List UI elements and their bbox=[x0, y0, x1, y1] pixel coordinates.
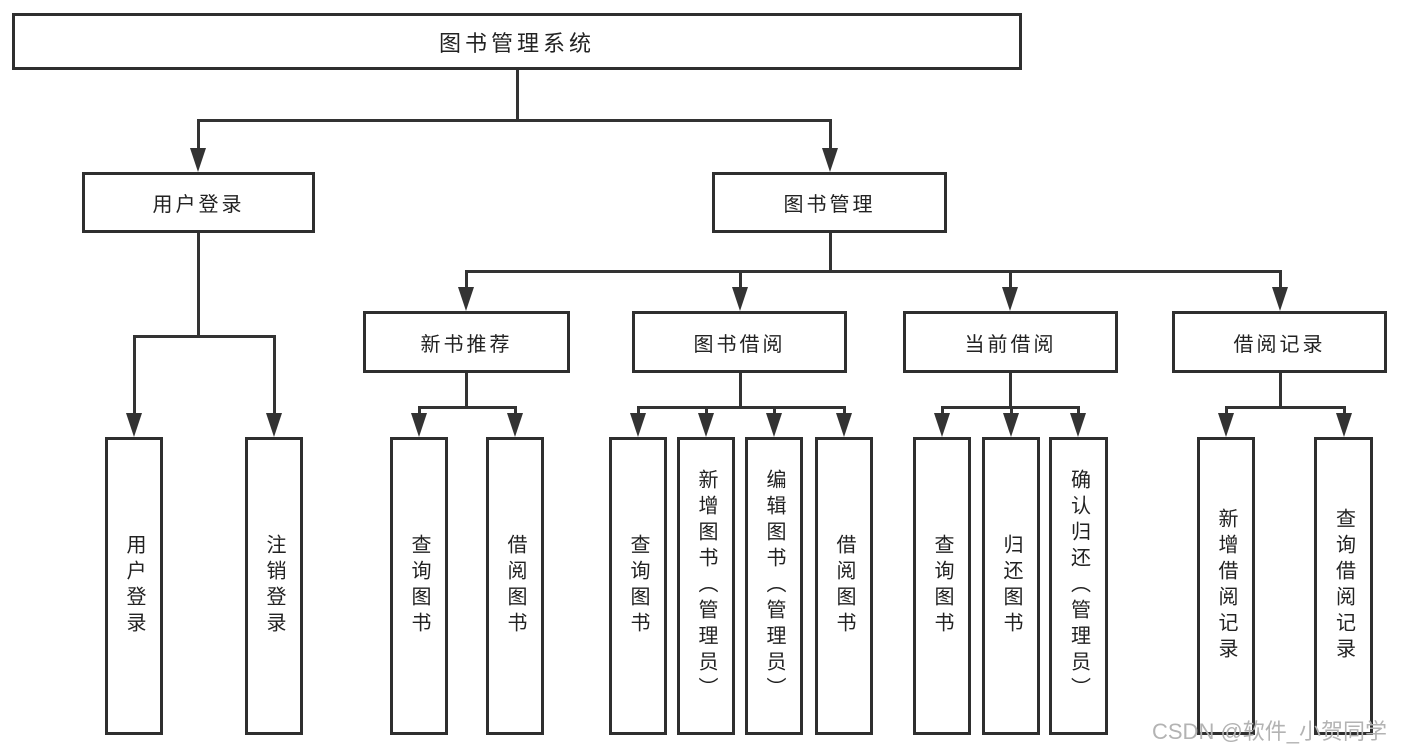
node-label: 图书管理系统 bbox=[438, 30, 595, 56]
arrow-down-icon bbox=[836, 413, 852, 437]
node-library-management-system: 图书管理系统 bbox=[12, 13, 1022, 70]
node-label: 新书推荐 bbox=[420, 333, 513, 356]
leaf-query-books-current: 查询图书 bbox=[913, 437, 971, 735]
leaf-label: 新增图书（管理员） bbox=[695, 469, 717, 703]
leaf-label: 编辑图书（管理员） bbox=[763, 469, 785, 703]
node-current-borrow: 当前借阅 bbox=[903, 311, 1118, 373]
connector-drop-line bbox=[940, 407, 944, 413]
leaf-label: 借阅图书 bbox=[833, 534, 855, 638]
arrow-down-icon bbox=[732, 287, 748, 311]
node-book-borrow: 图书借阅 bbox=[632, 311, 847, 373]
node-book-management: 图书管理 bbox=[712, 172, 947, 233]
connector-drop-line bbox=[828, 120, 832, 148]
connector-horizontal-line bbox=[132, 334, 276, 338]
connector-horizontal-line bbox=[196, 118, 832, 122]
connector-stem-line bbox=[738, 373, 742, 407]
leaf-return-books: 归还图书 bbox=[982, 437, 1040, 735]
arrow-down-icon bbox=[126, 413, 142, 437]
node-new-book-recommend: 新书推荐 bbox=[363, 311, 570, 373]
arrow-down-icon bbox=[934, 413, 950, 437]
leaf-label: 新增借阅记录 bbox=[1215, 508, 1237, 664]
leaf-query-books-borrow: 查询图书 bbox=[609, 437, 667, 735]
leaf-label: 查询图书 bbox=[408, 534, 430, 638]
connector-drop-line bbox=[842, 407, 846, 413]
connector-drop-line bbox=[196, 120, 200, 148]
node-label: 图书管理 bbox=[783, 194, 876, 216]
arrow-down-icon bbox=[266, 413, 282, 437]
connector-stem-line bbox=[464, 373, 468, 407]
arrow-down-icon bbox=[698, 413, 714, 437]
arrow-down-icon bbox=[507, 413, 523, 437]
leaf-label: 注销登录 bbox=[263, 534, 285, 638]
connector-drop-line bbox=[1008, 271, 1012, 287]
node-borrow-records: 借阅记录 bbox=[1172, 311, 1387, 373]
arrow-down-icon bbox=[1070, 413, 1086, 437]
connector-horizontal-line bbox=[636, 405, 846, 409]
connector-drop-line bbox=[1278, 271, 1282, 287]
arrow-down-icon bbox=[1003, 413, 1019, 437]
connector-drop-line bbox=[1224, 407, 1228, 413]
leaf-label: 查询借阅记录 bbox=[1332, 508, 1355, 664]
node-label: 用户登录 bbox=[152, 194, 245, 216]
arrow-down-icon bbox=[411, 413, 427, 437]
connector-drop-line bbox=[1076, 407, 1080, 413]
connector-stem-line bbox=[196, 233, 200, 336]
leaf-borrow-books: 借阅图书 bbox=[815, 437, 873, 735]
arrow-down-icon bbox=[1218, 413, 1234, 437]
connector-stem-line bbox=[515, 70, 519, 120]
node-label: 借阅记录 bbox=[1233, 333, 1326, 356]
connector-drop-line bbox=[417, 407, 421, 413]
leaf-label: 归还图书 bbox=[1000, 534, 1022, 638]
arrow-down-icon bbox=[630, 413, 646, 437]
arrow-down-icon bbox=[458, 287, 474, 311]
node-user-login: 用户登录 bbox=[82, 172, 315, 233]
connector-stem-line bbox=[1278, 373, 1282, 407]
connector-stem-line bbox=[1008, 373, 1012, 407]
connector-drop-line bbox=[738, 271, 742, 287]
leaf-label: 查询图书 bbox=[627, 534, 649, 638]
connector-drop-line bbox=[1009, 407, 1013, 413]
arrow-down-icon bbox=[190, 148, 206, 172]
csdn-watermark: CSDN @软件_小贺同学 bbox=[1152, 719, 1388, 744]
leaf-label: 查询图书 bbox=[931, 534, 953, 638]
connector-drop-line bbox=[272, 336, 276, 413]
leaf-edit-books-admin: 编辑图书（管理员） bbox=[745, 437, 803, 735]
connector-drop-line bbox=[513, 407, 517, 413]
leaf-query-books-recommend: 查询图书 bbox=[390, 437, 448, 735]
connector-drop-line bbox=[464, 271, 468, 287]
leaf-label: 借阅图书 bbox=[504, 534, 526, 638]
arrow-down-icon bbox=[1002, 287, 1018, 311]
arrow-down-icon bbox=[1336, 413, 1352, 437]
leaf-confirm-return-admin: 确认归还（管理员） bbox=[1049, 437, 1108, 735]
connector-drop-line bbox=[132, 336, 136, 413]
connector-drop-line bbox=[704, 407, 708, 413]
leaf-query-borrow-record: 查询借阅记录 bbox=[1314, 437, 1373, 735]
leaf-label: 确认归还（管理员） bbox=[1067, 469, 1090, 703]
connector-horizontal-line bbox=[1224, 405, 1346, 409]
connector-drop-line bbox=[1342, 407, 1346, 413]
arrow-down-icon bbox=[822, 148, 838, 172]
node-label: 图书借阅 bbox=[693, 333, 786, 356]
leaf-logout: 注销登录 bbox=[245, 437, 303, 735]
connector-drop-line bbox=[772, 407, 776, 413]
leaf-add-books-admin: 新增图书（管理员） bbox=[677, 437, 735, 735]
connector-drop-line bbox=[636, 407, 640, 413]
leaf-borrow-books-recommend: 借阅图书 bbox=[486, 437, 544, 735]
arrow-down-icon bbox=[766, 413, 782, 437]
leaf-add-borrow-record: 新增借阅记录 bbox=[1197, 437, 1255, 735]
connector-horizontal-line bbox=[464, 269, 1282, 273]
arrow-down-icon bbox=[1272, 287, 1288, 311]
connector-horizontal-line bbox=[417, 405, 517, 409]
leaf-label: 用户登录 bbox=[123, 534, 145, 638]
leaf-user-login: 用户登录 bbox=[105, 437, 163, 735]
connector-stem-line bbox=[828, 233, 832, 271]
node-label: 当前借阅 bbox=[964, 333, 1057, 356]
